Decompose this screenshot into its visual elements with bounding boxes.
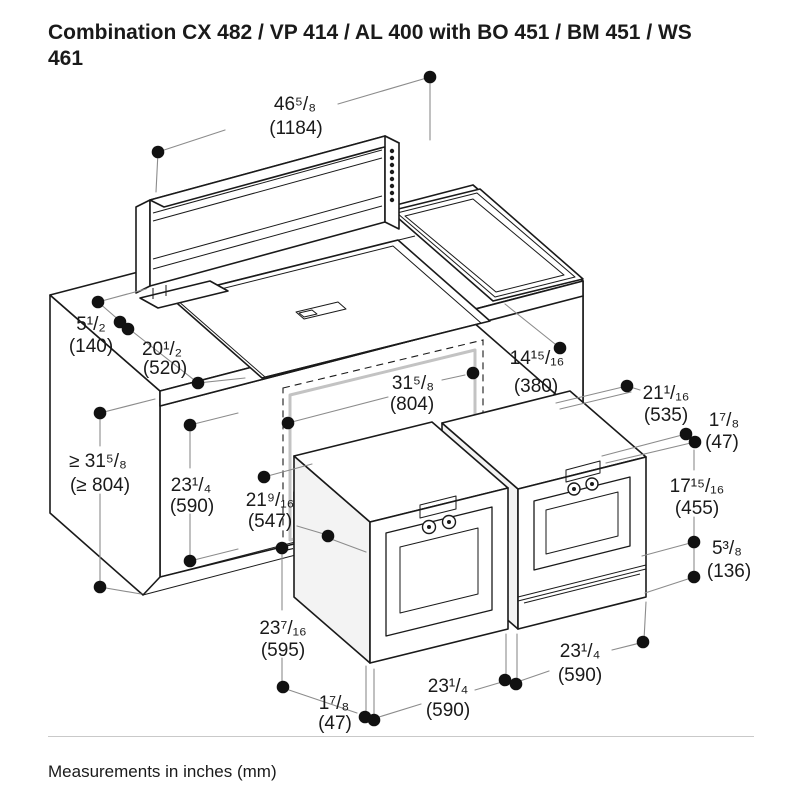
right-oven-display — [565, 460, 601, 483]
dim-drawer-unit-width: 23¹/₄ (590) — [558, 641, 602, 686]
dim-oven-depth-inches: 21⁹/₁₆ — [246, 490, 295, 511]
dim-grill-width: 14¹⁵/₁₆ (380) — [510, 348, 565, 397]
dim-oven-depth-mm: (547) — [248, 511, 292, 532]
dim-niche-width-inches: 31⁵/₈ — [392, 373, 434, 394]
dim-drawer-height: 5³/₈ (136) — [707, 538, 751, 582]
dim-hood-body-depth: 5¹/₂ (140) — [69, 314, 113, 357]
dim-niche-width: 31⁵/₈ (804) — [390, 373, 434, 415]
page-title: Combination CX 482 / VP 414 / AL 400 wit… — [48, 21, 692, 71]
dim-min-cabinet-height-mm: (≥ 804) — [70, 475, 130, 496]
left-oven-front — [369, 487, 509, 664]
dim-hood-width-inches: 46⁵/₈ — [274, 94, 316, 115]
left-oven-display — [419, 495, 457, 519]
dim-oven-width: 23¹/₄ (590) — [426, 676, 470, 721]
vent-hood-al400 — [135, 135, 416, 309]
dim-cooktop-depth: 20¹/₂ (520) — [142, 339, 187, 379]
left-oven-door-window — [399, 527, 479, 614]
dim-top-gap-inches: 1⁷/₈ — [709, 410, 740, 431]
dim-niche-height: 23¹/₄ (590) — [170, 475, 214, 517]
dim-drawer-height-mm: (136) — [707, 561, 751, 582]
right-oven-door-window — [545, 491, 619, 555]
dim-front-height-mm: (595) — [261, 640, 305, 661]
dim-grill-width-inches: 14¹⁵/₁₆ — [510, 348, 565, 369]
hood-right-cap — [384, 135, 400, 230]
dim-cabinet-depth-inches: 21¹/₁₆ — [643, 383, 690, 404]
cooktop-vp414 — [389, 188, 584, 302]
dim-front-height-inches: 23⁷/₁₆ — [259, 618, 306, 639]
dim-oven-width-mm: (590) — [426, 700, 470, 721]
dim-niche-width-mm: (804) — [390, 394, 434, 415]
dim-bottom-gap-mm: (47) — [318, 713, 352, 734]
dim-cabinet-depth: 21¹/₁₆ (535) — [643, 383, 690, 426]
oven-bo451 — [293, 421, 509, 664]
warming-drawer-front — [523, 573, 641, 604]
dim-drawer-unit-width-mm: (590) — [558, 665, 602, 686]
dim-hood-width: 46⁵/₈ (1184) — [269, 94, 323, 139]
hood-grille-lines — [152, 149, 383, 270]
footer-divider — [48, 736, 754, 737]
warming-drawer-split — [517, 564, 647, 602]
hood-control-buttons — [389, 148, 395, 203]
left-oven-door-frame — [385, 506, 493, 637]
dim-cabinet-depth-mm: (535) — [644, 405, 688, 426]
cooktop-inner-frame — [176, 245, 482, 378]
dim-hood-width-mm: (1184) — [269, 118, 323, 139]
hood-base-plate — [139, 280, 229, 309]
niche-dashed-outline — [282, 339, 484, 552]
dim-hood-body-depth-inches: 5¹/₂ — [76, 314, 106, 335]
dimension-dots — [91, 70, 702, 727]
dim-drawer-height-inches: 5³/₈ — [712, 538, 742, 559]
dim-bottom-gap-inches: 1⁷/₈ — [319, 693, 350, 714]
dim-min-cabinet-height: ≥ 31⁵/₈ (≥ 804) — [69, 451, 130, 496]
dim-front-height: 23⁷/₁₆ (595) — [259, 618, 306, 661]
dim-oven-depth: 21⁹/₁₆ (547) — [246, 490, 295, 532]
dim-oven-niche-height: 17¹⁵/₁₆ (455) — [670, 476, 725, 519]
dim-top-gap: 1⁷/₈ (47) — [705, 410, 739, 453]
dim-min-cabinet-height-inches: ≥ 31⁵/₈ — [69, 451, 127, 472]
dim-cooktop-depth-mm: (520) — [143, 358, 187, 379]
cooktop-control-window — [295, 301, 347, 320]
grill-mid-frame — [396, 192, 576, 298]
right-oven-front — [517, 456, 647, 630]
hood-left-cap — [135, 199, 151, 294]
dim-bottom-gap: 1⁷/₈ (47) — [318, 693, 352, 734]
dim-oven-width-inches: 23¹/₄ — [428, 676, 469, 697]
grill-outer-frame — [389, 188, 584, 302]
dim-grill-width-mm: (380) — [514, 376, 558, 397]
dim-top-gap-mm: (47) — [705, 432, 739, 453]
dim-cooktop-depth-inches: 20¹/₂ — [142, 339, 182, 360]
dim-hood-body-depth-mm: (140) — [69, 336, 113, 357]
dim-niche-height-inches: 23¹/₄ — [171, 475, 212, 496]
dim-oven-niche-height-inches: 17¹⁵/₁₆ — [670, 476, 725, 497]
measurement-units-note: Measurements in inches (mm) — [48, 762, 277, 781]
leader-lines — [97, 76, 696, 718]
grill-inner-frame — [404, 198, 565, 293]
dim-oven-niche-height-mm: (455) — [675, 498, 719, 519]
dim-drawer-unit-width-inches: 23¹/₄ — [560, 641, 601, 662]
dim-niche-height-mm: (590) — [170, 496, 214, 517]
hood-telescope-lines — [152, 285, 167, 299]
hood-slot-line — [224, 235, 416, 284]
